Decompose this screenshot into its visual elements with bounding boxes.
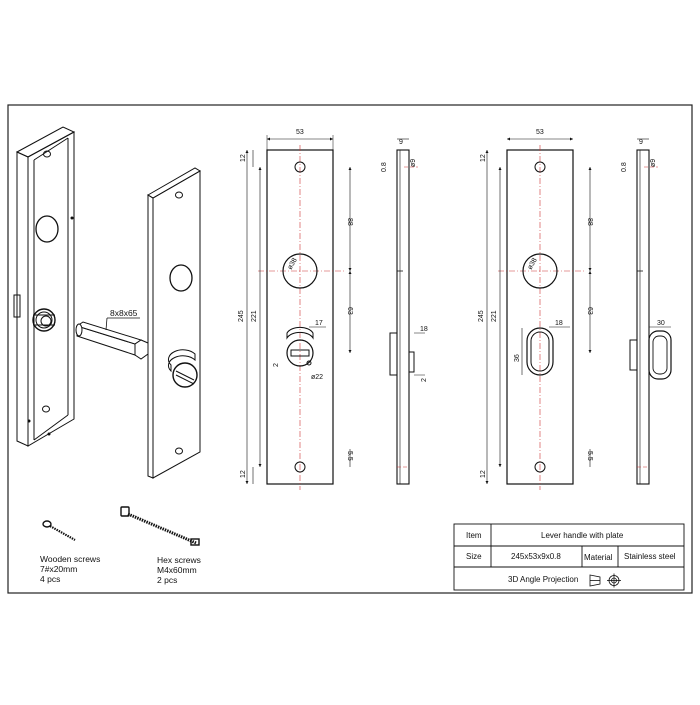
dim-bottom-offset-b: 12 <box>480 470 487 478</box>
dim-center-to-lower-b: 63 <box>586 307 593 315</box>
dim-top-offset-a: 12 <box>240 154 247 162</box>
dim-bottom-offset-a: 12 <box>240 470 247 478</box>
dim-hole-to-center-b: 88 <box>586 218 593 226</box>
dim-screw-offset-b: 5.5 <box>586 451 593 461</box>
wooden-screws-qty: 4 pcs <box>40 574 60 584</box>
front-view-slot <box>485 137 592 490</box>
side-view-slot <box>629 138 672 485</box>
title-projection: 3D Angle Projection <box>508 575 578 584</box>
hex-screws-qty: 2 pcs <box>157 575 177 585</box>
wooden-screws-size: 7#x20mm <box>40 564 77 574</box>
iso-front-plate <box>147 167 201 479</box>
dim-knob-depth: 18 <box>420 326 428 333</box>
front-view-knob <box>245 135 352 490</box>
dim-slot-width: 18 <box>555 320 563 327</box>
dim-knob-width: 17 <box>315 320 323 327</box>
dim-screw-offset-a: 5.5 <box>346 451 353 461</box>
title-item-value: Lever handle with plate <box>541 531 624 540</box>
dim-total-length-a: 245 <box>238 310 245 322</box>
dim-hole-to-center-a: 88 <box>346 218 353 226</box>
title-item-label: Item <box>466 531 482 540</box>
title-material-value: Stainless steel <box>624 552 676 561</box>
wooden-screws-name: Wooden screws <box>40 554 100 564</box>
side-view-knob <box>389 138 425 485</box>
handle-size-label: 8x8x65 <box>110 308 138 318</box>
dim-thickness-a: 9 <box>399 139 403 146</box>
dim-slot-height: 36 <box>514 354 521 362</box>
dim-center-to-lower-a: 63 <box>346 307 353 315</box>
hex-screw-illustration <box>120 506 200 546</box>
dim-top-offset-b: 12 <box>480 154 487 162</box>
iso-lever-handle <box>75 321 149 360</box>
dim-hole-pitch-a: 221 <box>251 310 258 322</box>
dim-thickness-b: 9 <box>639 139 643 146</box>
dim-hole-dia-small-b: ø9 <box>650 159 657 167</box>
dim-hole-pitch-b: 221 <box>491 310 498 322</box>
dim-knob-offset: 2 <box>273 363 280 367</box>
dim-sheet-a: 0.8 <box>381 162 388 172</box>
title-size-value: 245x53x9x0.8 <box>511 552 561 561</box>
dim-knob-dia: ø22 <box>311 374 323 381</box>
dim-knob-proj: 2 <box>421 378 428 382</box>
title-size-label: Size <box>466 552 482 561</box>
title-block <box>453 523 685 591</box>
dim-total-length-b: 245 <box>478 310 485 322</box>
projection-symbol-icon <box>589 573 621 588</box>
dim-hole-dia-small-a: ø9 <box>410 159 417 167</box>
dim-slot-depth: 30 <box>657 320 665 327</box>
title-material-label: Material <box>584 553 613 562</box>
dim-width-b: 53 <box>536 129 544 136</box>
wooden-screw-illustration <box>42 520 76 541</box>
sheet-border <box>7 104 693 594</box>
dim-sheet-b: 0.8 <box>621 162 628 172</box>
dim-width-a: 53 <box>296 129 304 136</box>
iso-back-plate <box>13 126 76 447</box>
hex-screws-name: Hex screws <box>157 555 201 565</box>
hex-screws-size: M4x60mm <box>157 565 197 575</box>
